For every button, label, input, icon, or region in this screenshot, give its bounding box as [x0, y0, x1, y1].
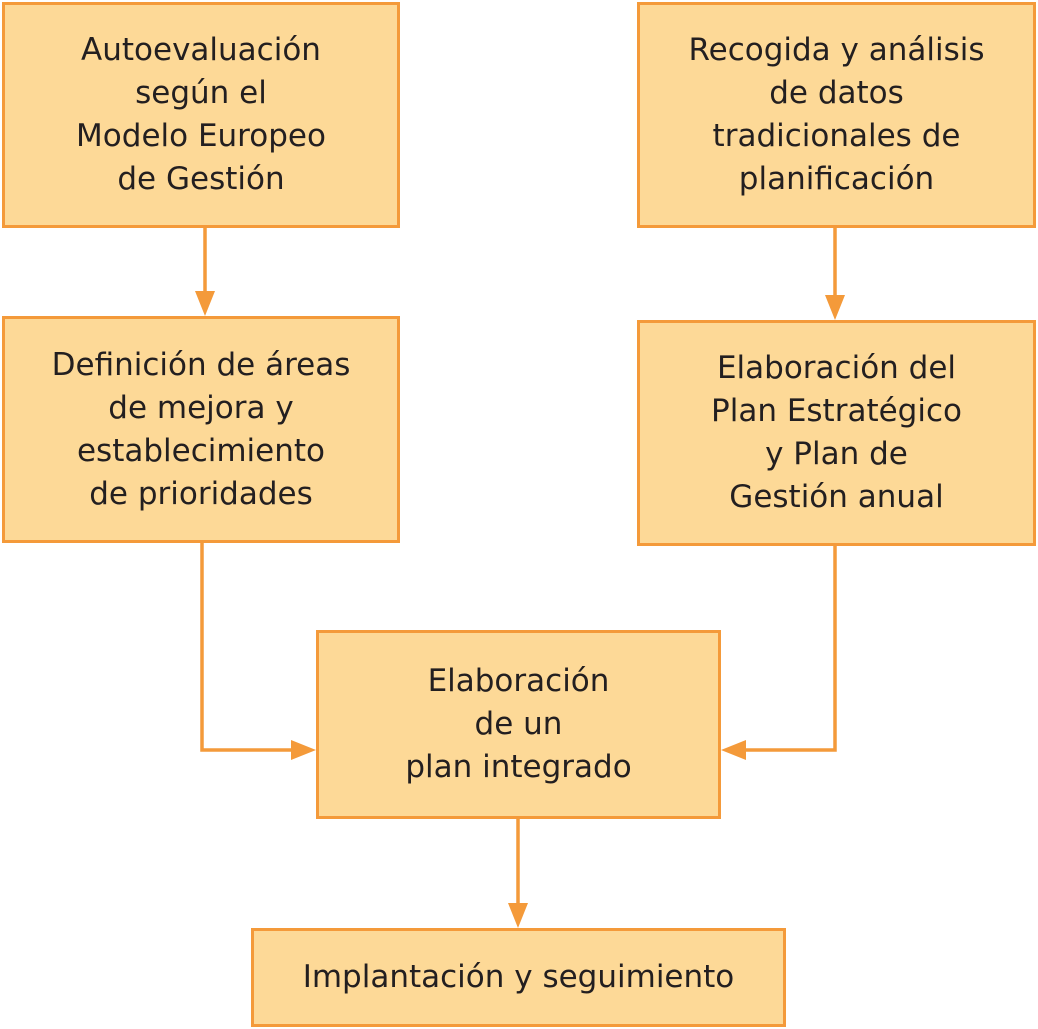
node-text: de prioridades: [89, 475, 313, 512]
arrowhead-icon: [825, 295, 845, 320]
node-text: según el: [135, 75, 267, 111]
node-text: de mejora y: [108, 389, 294, 426]
node-text: planificación: [738, 161, 935, 197]
node-text: de datos: [769, 75, 904, 111]
node-text: Modelo Europeo: [76, 118, 326, 154]
node-text: de Gestión: [117, 161, 285, 197]
node-text: Elaboración: [427, 663, 610, 699]
arrowhead-icon: [195, 291, 215, 316]
node-text: Definición de áreas: [51, 346, 351, 383]
node-text: tradicionales de: [712, 118, 961, 154]
arrowhead-icon: [508, 903, 528, 928]
node-text: Recogida y análisis: [688, 32, 985, 68]
node-autoevaluacion: Autoevaluación según el Modelo Europeo de G…: [2, 2, 400, 228]
node-implantacion: Implantación y seguimiento: [251, 928, 786, 1027]
node-text: y Plan de: [765, 436, 908, 472]
arrowhead-icon: [721, 740, 746, 760]
node-text: de un: [474, 706, 563, 742]
node-text: establecimiento: [76, 432, 326, 469]
node-recogida: Recogida y análisis de datos tradicionales…: [637, 2, 1036, 228]
node-text: Plan Estratégico: [711, 393, 962, 429]
edge-definicion-plan-integrado: [200, 543, 296, 752]
node-text: Implantación y seguimiento: [302, 959, 735, 995]
arrowhead-icon: [291, 740, 316, 760]
node-definicion: Definición de áreas de mejora y establecim…: [2, 316, 400, 543]
node-text: Autoevaluación: [81, 32, 321, 68]
node-text: Elaboración del: [716, 350, 957, 386]
node-plan-integrado: Elaboración de un plan integrado: [316, 630, 721, 819]
node-text: plan integrado: [405, 749, 632, 785]
edge-elaboracion-plan-integrado: [741, 546, 837, 752]
node-text: Gestión anual: [729, 479, 944, 515]
